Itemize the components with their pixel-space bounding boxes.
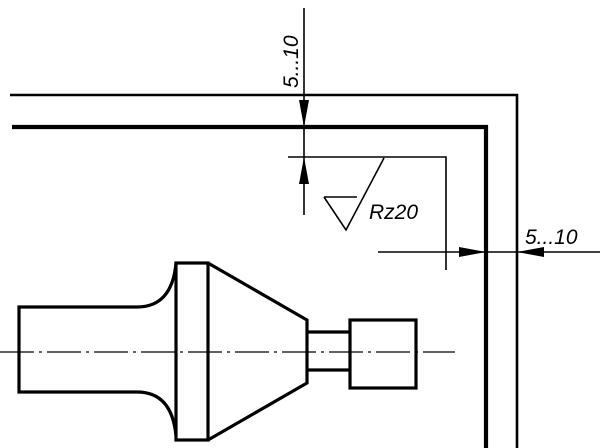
right-dim-arrow-left <box>517 247 544 257</box>
top-dimension-label: 5...10 <box>280 35 303 88</box>
right-dim-arrow-right <box>459 247 486 257</box>
inner-frame-line <box>12 124 489 448</box>
left-shaft <box>17 262 178 437</box>
roughness-label: Rz20 <box>369 201 418 224</box>
right-dimension-label: 5...10 <box>525 226 578 249</box>
outer-frame-line <box>10 93 519 448</box>
top-dim-arrow-up <box>299 157 309 184</box>
roughness-extension-lines <box>288 156 447 270</box>
top-dim-arrow-down <box>299 100 309 127</box>
end-block <box>348 318 418 390</box>
roughness-symbol <box>323 157 385 232</box>
